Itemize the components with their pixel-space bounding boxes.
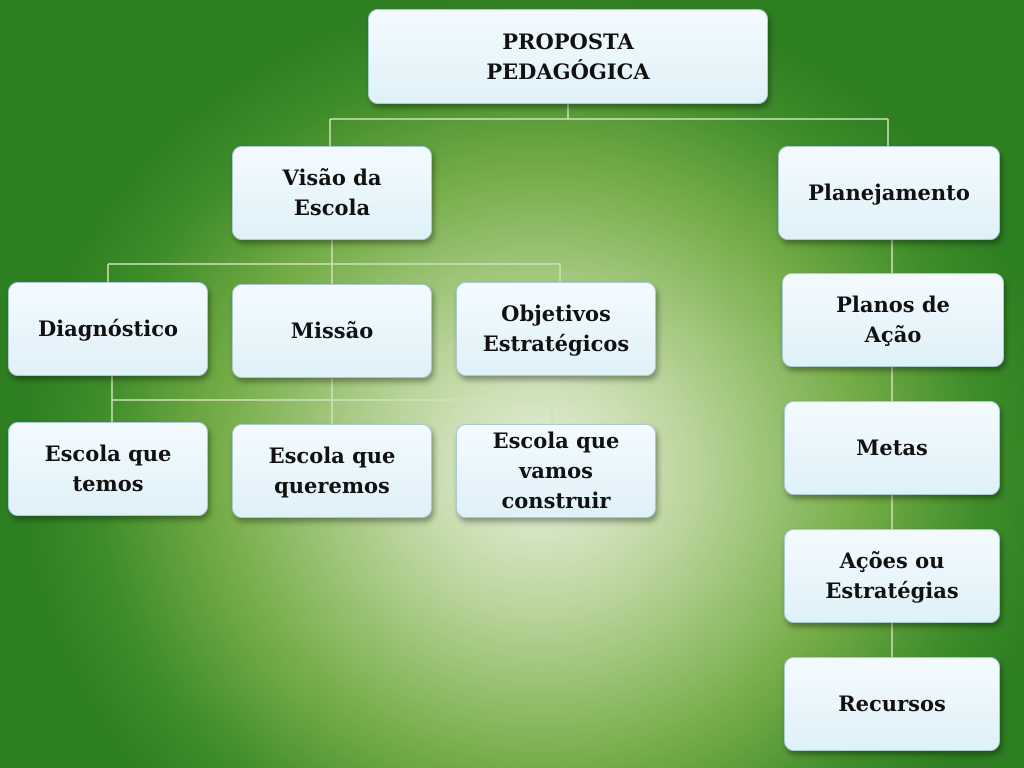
node-recursos: Recursos (784, 657, 1000, 751)
node-label: Escola que vamos construir (492, 428, 620, 513)
node-label: Escola que temos (44, 441, 172, 496)
node-label: Objetivos Estratégicos (482, 301, 630, 356)
node-metas: Metas (784, 401, 1000, 495)
node-escola-que-queremos: Escola que queremos (232, 424, 432, 518)
node-objetivos-estrategicos: Objetivos Estratégicos (456, 282, 656, 376)
node-diagnostico: Diagnóstico (8, 282, 208, 376)
node-visao-da-escola: Visão da Escola (232, 146, 432, 240)
node-label: Planos de Ação (836, 292, 950, 347)
node-acoes-ou-estrategias: Ações ou Estratégias (784, 529, 1000, 623)
node-proposta-pedagogica: PROPOSTA PEDAGÓGICA (368, 9, 768, 104)
node-missao: Missão (232, 284, 432, 378)
node-planejamento: Planejamento (778, 146, 1000, 240)
node-label: Planejamento (808, 180, 970, 205)
node-label: Metas (856, 435, 928, 460)
node-label: Escola que queremos (268, 443, 396, 498)
node-escola-que-temos: Escola que temos (8, 422, 208, 516)
node-planos-de-acao: Planos de Ação (782, 273, 1004, 367)
node-escola-que-vamos-construir: Escola que vamos construir (456, 424, 656, 518)
node-label: Missão (290, 318, 374, 343)
node-label: Recursos (838, 691, 946, 716)
node-label: Ações ou Estratégias (825, 548, 959, 603)
node-label: Diagnóstico (37, 316, 179, 341)
node-label: PROPOSTA PEDAGÓGICA (486, 28, 650, 84)
node-label: Visão da Escola (282, 165, 382, 220)
